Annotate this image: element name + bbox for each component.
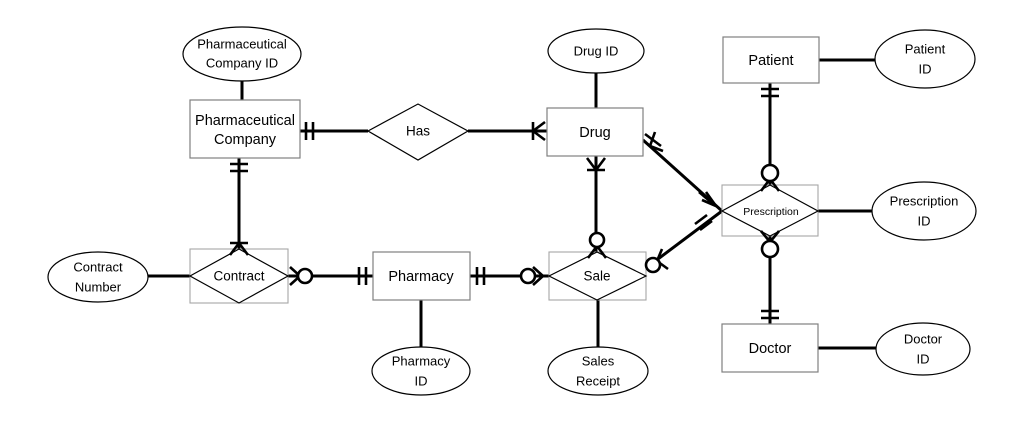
attribute-label-line2: ID bbox=[918, 213, 931, 228]
entity-drug[interactable]: Drug bbox=[546, 107, 644, 157]
attribute-label-line1: Sales bbox=[582, 353, 615, 368]
relationship-label: Contract bbox=[213, 269, 264, 284]
attribute-label-line2: Number bbox=[75, 279, 122, 294]
entity-label-line1: Pharmaceutical bbox=[195, 113, 295, 129]
cardinality-prescription-sale-one bbox=[694, 213, 713, 232]
entity-label-line1: Drug bbox=[579, 125, 610, 141]
diamond-shape[interactable] bbox=[188, 248, 290, 304]
attribute-pharmaceutical-company-id[interactable]: Pharmaceutical Company ID bbox=[182, 26, 302, 82]
relationship-label: Sale bbox=[583, 269, 610, 284]
attribute-drug-id[interactable]: Drug ID bbox=[547, 28, 645, 74]
attribute-label-line2: Receipt bbox=[576, 373, 620, 388]
cardinality-patient-prescription-one bbox=[761, 87, 779, 98]
attribute-label-line1: Pharmacy bbox=[392, 353, 451, 368]
oval-shape[interactable] bbox=[874, 29, 976, 89]
entity-label-line2: Company bbox=[214, 132, 277, 148]
cardinality-pharmacy-contract-one bbox=[357, 267, 368, 285]
cardinality-sale-prescription-zeromany bbox=[644, 248, 669, 274]
relationship-sale[interactable]: Sale bbox=[547, 251, 648, 301]
entity-box[interactable] bbox=[546, 107, 644, 157]
oval-shape[interactable] bbox=[871, 181, 977, 241]
cardinality-sale-drug-zeromany bbox=[586, 231, 608, 259]
cardinality-prescription-doctor-zeromany bbox=[759, 230, 781, 259]
relationship-label: Prescription bbox=[743, 206, 799, 218]
attribute-label-line1: Contract bbox=[73, 259, 123, 274]
diamond-shape[interactable] bbox=[720, 184, 820, 237]
entity-pharmacy[interactable]: Pharmacy bbox=[372, 251, 471, 301]
relationship-contract[interactable]: Contract bbox=[188, 248, 290, 304]
associative-box[interactable] bbox=[189, 248, 289, 304]
cardinality-prescription-patient-zeromany bbox=[759, 163, 781, 192]
entity-label-line1: Patient bbox=[748, 53, 793, 69]
entity-box[interactable] bbox=[189, 99, 301, 159]
relationship-label: Has bbox=[406, 124, 430, 139]
oval-shape[interactable] bbox=[547, 346, 649, 396]
relationship-has[interactable]: Has bbox=[366, 103, 470, 161]
oval-shape[interactable] bbox=[547, 28, 645, 74]
cardinality-pharmcompany-has-one bbox=[304, 122, 315, 140]
cardinality-sale-pharmacy-zeromany bbox=[519, 266, 544, 286]
attribute-label-line1: Pharmaceutical bbox=[197, 36, 287, 51]
cardinality-has-drug-many bbox=[531, 120, 546, 142]
cardinality-contract-pharmcompany-many bbox=[228, 241, 250, 256]
attribute-pharmacy-id[interactable]: Pharmacy ID bbox=[371, 346, 471, 396]
attribute-label-line1: Prescription bbox=[890, 193, 959, 208]
entity-label-line1: Pharmacy bbox=[388, 269, 454, 285]
oval-shape[interactable] bbox=[875, 322, 971, 376]
attribute-prescription-id[interactable]: Prescription ID bbox=[871, 181, 977, 241]
cardinality-drug-sale-many bbox=[585, 157, 607, 172]
attribute-sales-receipt[interactable]: Sales Receipt bbox=[547, 346, 649, 396]
attribute-label-line2: ID bbox=[919, 61, 932, 76]
cardinality-doctor-prescription-one bbox=[761, 309, 779, 320]
relationship-prescription[interactable]: Prescription bbox=[720, 184, 820, 237]
attribute-label-line1: Patient bbox=[905, 41, 946, 56]
cardinality-prescription-drug-many bbox=[698, 191, 718, 208]
entity-box[interactable] bbox=[372, 251, 471, 301]
entity-label-line1: Doctor bbox=[749, 341, 792, 357]
attribute-label-line2: ID bbox=[415, 373, 428, 388]
cardinality-drug-prescription-many bbox=[644, 131, 664, 153]
oval-shape[interactable] bbox=[182, 26, 302, 82]
entity-box[interactable] bbox=[721, 323, 819, 373]
cardinality-pharmcompany-contract-one bbox=[230, 162, 248, 173]
cardinality-contract-pharmacy-zeromany bbox=[289, 266, 314, 286]
oval-shape[interactable] bbox=[47, 251, 149, 303]
attribute-label-line2: ID bbox=[917, 351, 930, 366]
entity-pharmaceutical-company[interactable]: Pharmaceutical Company bbox=[189, 99, 301, 159]
attribute-doctor-id[interactable]: Doctor ID bbox=[875, 322, 971, 376]
attribute-patient-id[interactable]: Patient ID bbox=[874, 29, 976, 89]
attribute-label-line1: Drug ID bbox=[574, 43, 619, 58]
entity-doctor[interactable]: Doctor bbox=[721, 323, 819, 373]
diamond-shape[interactable] bbox=[366, 103, 470, 161]
entity-patient[interactable]: Patient bbox=[722, 36, 820, 84]
attribute-label-line1: Doctor bbox=[904, 331, 943, 346]
oval-shape[interactable] bbox=[371, 346, 471, 396]
cardinality-pharmacy-sale-one bbox=[475, 267, 486, 285]
diamond-shape[interactable] bbox=[547, 251, 648, 301]
attribute-contract-number[interactable]: Contract Number bbox=[47, 251, 149, 303]
entity-box[interactable] bbox=[722, 36, 820, 84]
attribute-label-line2: Company ID bbox=[206, 55, 278, 70]
